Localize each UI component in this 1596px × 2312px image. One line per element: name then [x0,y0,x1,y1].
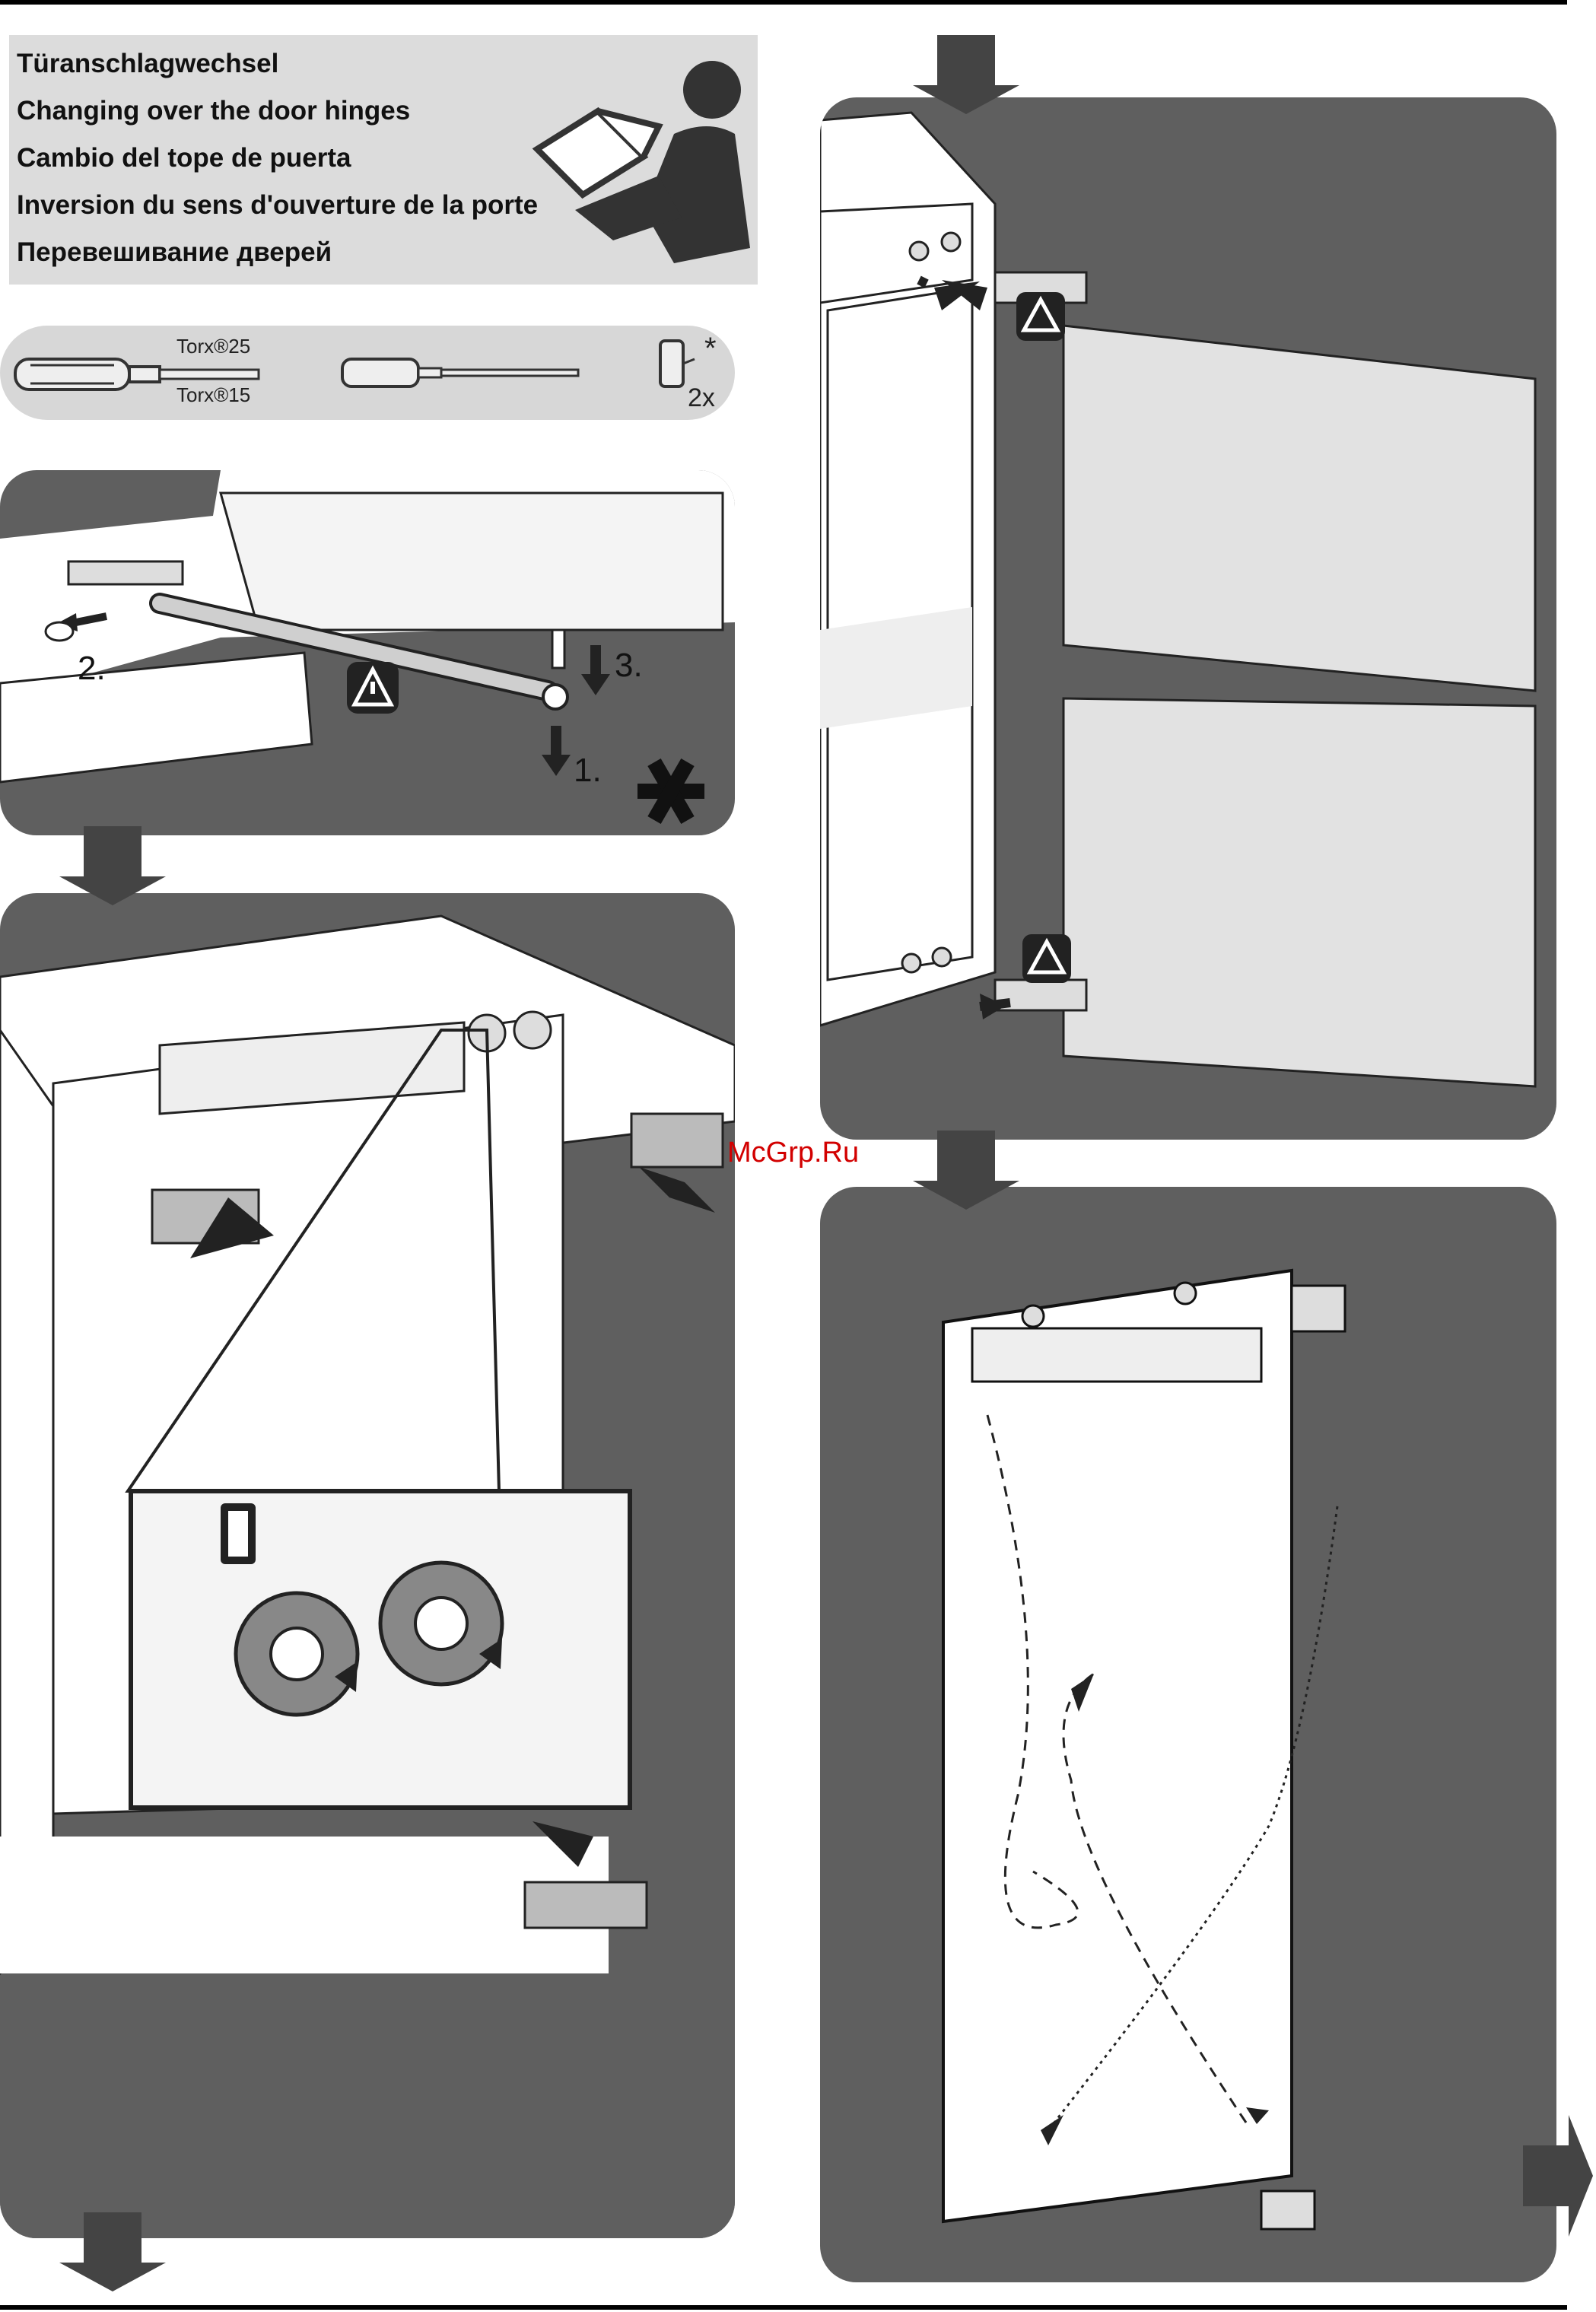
watermark: McGrp.Ru [727,1137,859,1169]
arrow-down-4 [59,2212,166,2291]
arrow-down-1 [913,35,1019,114]
arrow-down-3 [913,1131,1019,1210]
arrow-down-2 [59,826,166,905]
arrow-right-next [1523,2115,1593,2237]
